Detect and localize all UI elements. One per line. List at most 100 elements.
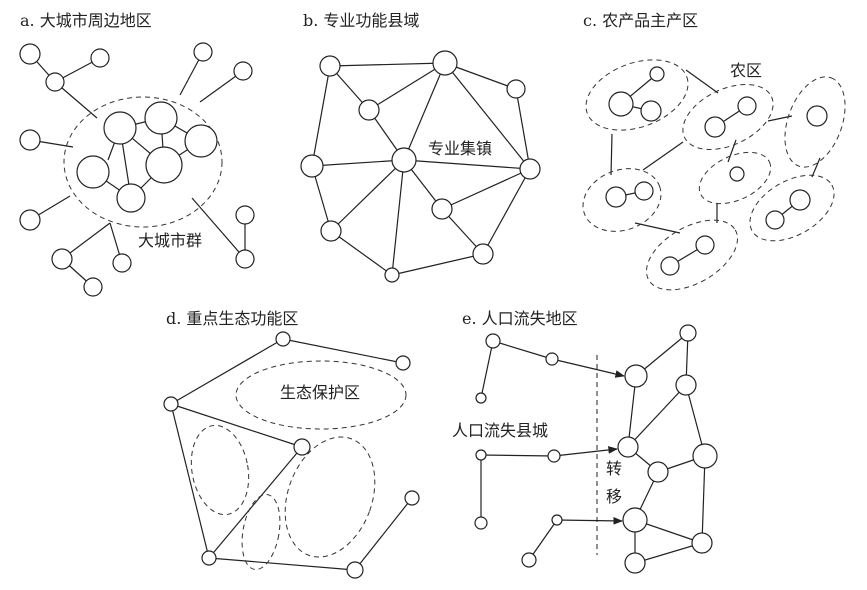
connection-line	[528, 519, 558, 561]
dashed-region-ellipse	[190, 424, 250, 516]
connection-line	[701, 455, 706, 544]
dashed-region-ellipse	[284, 436, 376, 558]
settlement-node	[691, 532, 713, 554]
settlement-node	[660, 256, 680, 276]
connection-line	[329, 62, 446, 67]
connection-line	[403, 62, 446, 161]
settlement-node	[649, 66, 665, 82]
settlement-node	[163, 396, 179, 412]
connection-line	[282, 338, 404, 364]
settlement-node	[103, 111, 137, 145]
settlement-node	[472, 243, 494, 265]
settlement-node	[647, 461, 669, 483]
connection-line	[441, 168, 531, 210]
connection-line	[403, 159, 531, 170]
settlement-node	[695, 235, 715, 255]
settlement-node	[519, 158, 541, 180]
dashed-region-ellipse	[241, 493, 281, 571]
settlement-node	[679, 324, 697, 342]
connection-line	[208, 557, 356, 571]
settlement-node	[622, 507, 648, 533]
connection-line	[634, 222, 681, 234]
settlement-node	[184, 124, 218, 158]
settlement-node	[320, 220, 342, 242]
settlement-node	[346, 561, 364, 579]
settlement-node	[193, 42, 213, 62]
connection-line	[391, 253, 484, 276]
dashed-region-ellipse	[784, 76, 846, 168]
settlement-node	[624, 364, 648, 388]
connection-line	[330, 159, 405, 232]
settlement-node	[521, 552, 537, 568]
settlement-node	[432, 50, 458, 76]
connection-line	[311, 159, 405, 167]
dashed-region-ellipse	[749, 174, 835, 242]
settlement-node	[116, 183, 146, 213]
connection-line	[354, 497, 413, 571]
settlement-node	[551, 514, 563, 526]
connection-line	[368, 62, 446, 111]
settlement-node	[547, 449, 561, 463]
panel-e-transfer-2: 移	[606, 487, 622, 506]
settlement-node	[634, 181, 654, 201]
settlement-node	[475, 392, 487, 404]
settlement-node	[90, 48, 110, 68]
settlement-node	[545, 352, 559, 366]
settlement-node	[233, 61, 253, 81]
connection-line	[391, 159, 405, 276]
dashed-region-ellipse	[235, 360, 407, 430]
panel-a-title: a. 大城市周边地区	[20, 11, 152, 30]
settlement-node	[692, 443, 718, 469]
dashed-region-ellipse	[682, 84, 774, 150]
settlement-node	[608, 91, 634, 117]
connection-line	[627, 375, 637, 448]
connection-line	[311, 65, 331, 167]
settlement-node	[19, 43, 41, 65]
transfer-arrow	[551, 358, 625, 378]
panel-c-title: c. 农产品主产区	[583, 11, 698, 30]
panel-e-transfer-1: 转	[606, 459, 622, 478]
connection-line	[330, 230, 393, 276]
settlement-node	[737, 96, 757, 116]
settlement-node	[112, 253, 132, 273]
dashed-region-ellipse	[585, 59, 689, 131]
settlement-node	[144, 101, 178, 135]
connection-line	[444, 62, 531, 170]
settlement-node	[675, 374, 697, 396]
panel-c-label: 农区	[730, 61, 762, 80]
connection-line	[515, 88, 531, 170]
connection-line	[170, 338, 284, 405]
connection-line	[634, 542, 703, 564]
panel-e-label: 人口流失县城	[452, 421, 548, 440]
dashed-region-ellipse	[645, 219, 739, 291]
settlement-node	[319, 55, 341, 77]
dashed-region-ellipse	[698, 151, 772, 205]
panel-e-title: e. 人口流失地区	[462, 309, 578, 328]
transfer-arrow	[553, 446, 618, 457]
settlement-node	[404, 490, 420, 506]
connection-line	[480, 454, 555, 457]
settlement-node	[235, 205, 255, 225]
settlement-node	[275, 331, 291, 347]
settlement-node	[45, 72, 65, 92]
panel-b-title: b. 专业功能县域	[303, 11, 419, 30]
connection-line	[627, 384, 687, 448]
settlement-node	[474, 516, 488, 530]
panel-b-label: 专业集镇	[428, 139, 492, 158]
settlement-node	[617, 436, 639, 458]
settlement-node	[19, 129, 41, 151]
settlement-node	[729, 166, 745, 182]
connection-line	[642, 141, 684, 171]
connection-line	[492, 340, 553, 360]
settlement-node	[358, 99, 380, 121]
connection-line	[811, 157, 821, 178]
settlement-node	[624, 552, 646, 574]
settlement-node	[384, 267, 400, 283]
settlement-node	[19, 209, 41, 231]
dashed-region-ellipse	[582, 168, 662, 232]
transfer-arrow	[556, 517, 623, 525]
connection-line	[170, 403, 210, 559]
settlement-node	[293, 438, 311, 456]
